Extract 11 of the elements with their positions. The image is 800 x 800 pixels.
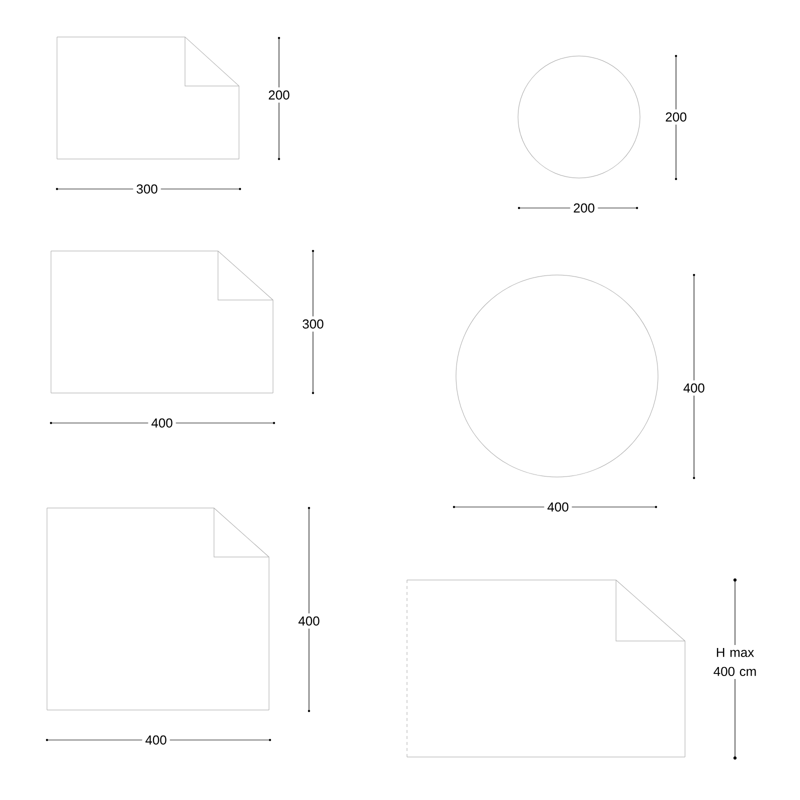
dimension-label: 400	[680, 380, 708, 396]
dimension-label: 200	[570, 200, 598, 216]
dimension-label: 200	[265, 87, 293, 103]
dimension-label: 400	[142, 732, 170, 748]
dimension-label: 300	[299, 316, 327, 332]
dimension-label: 400	[295, 613, 323, 629]
dimension-label: 200	[662, 109, 690, 125]
dimension-label: 300	[133, 181, 161, 197]
dimension-label: H max 400 cm	[707, 644, 763, 680]
dimension-label: 400	[544, 499, 572, 515]
dimension-label: 400	[148, 415, 176, 431]
